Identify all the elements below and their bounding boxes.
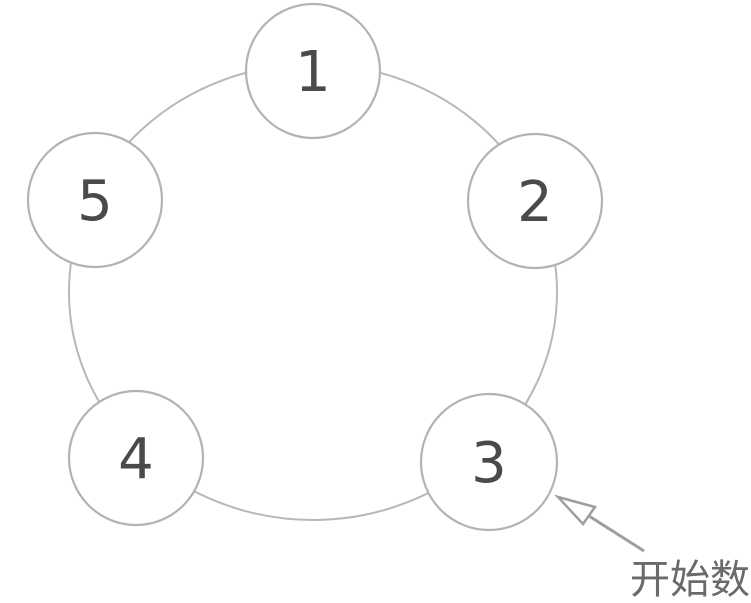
start-label: 开始数 bbox=[630, 557, 750, 603]
arrow-shaft bbox=[588, 514, 645, 553]
node-5-label: 5 bbox=[77, 169, 113, 234]
node-3-label: 3 bbox=[471, 431, 507, 496]
node-5-circle bbox=[26, 131, 164, 269]
node-1-label: 1 bbox=[295, 40, 331, 105]
node-4: 4 bbox=[67, 389, 205, 527]
node-1-circle bbox=[244, 2, 382, 140]
node-2: 2 bbox=[466, 132, 604, 270]
node-2-label: 2 bbox=[517, 170, 553, 235]
node-2-circle bbox=[466, 132, 604, 270]
node-5: 5 bbox=[26, 131, 164, 269]
node-4-circle bbox=[67, 389, 205, 527]
start-arrow bbox=[554, 494, 645, 553]
node-1: 1 bbox=[244, 2, 382, 140]
arrow-head-icon bbox=[554, 494, 598, 526]
node-4-label: 4 bbox=[118, 427, 154, 492]
node-3-circle bbox=[419, 392, 559, 532]
node-3: 3 bbox=[419, 392, 559, 532]
